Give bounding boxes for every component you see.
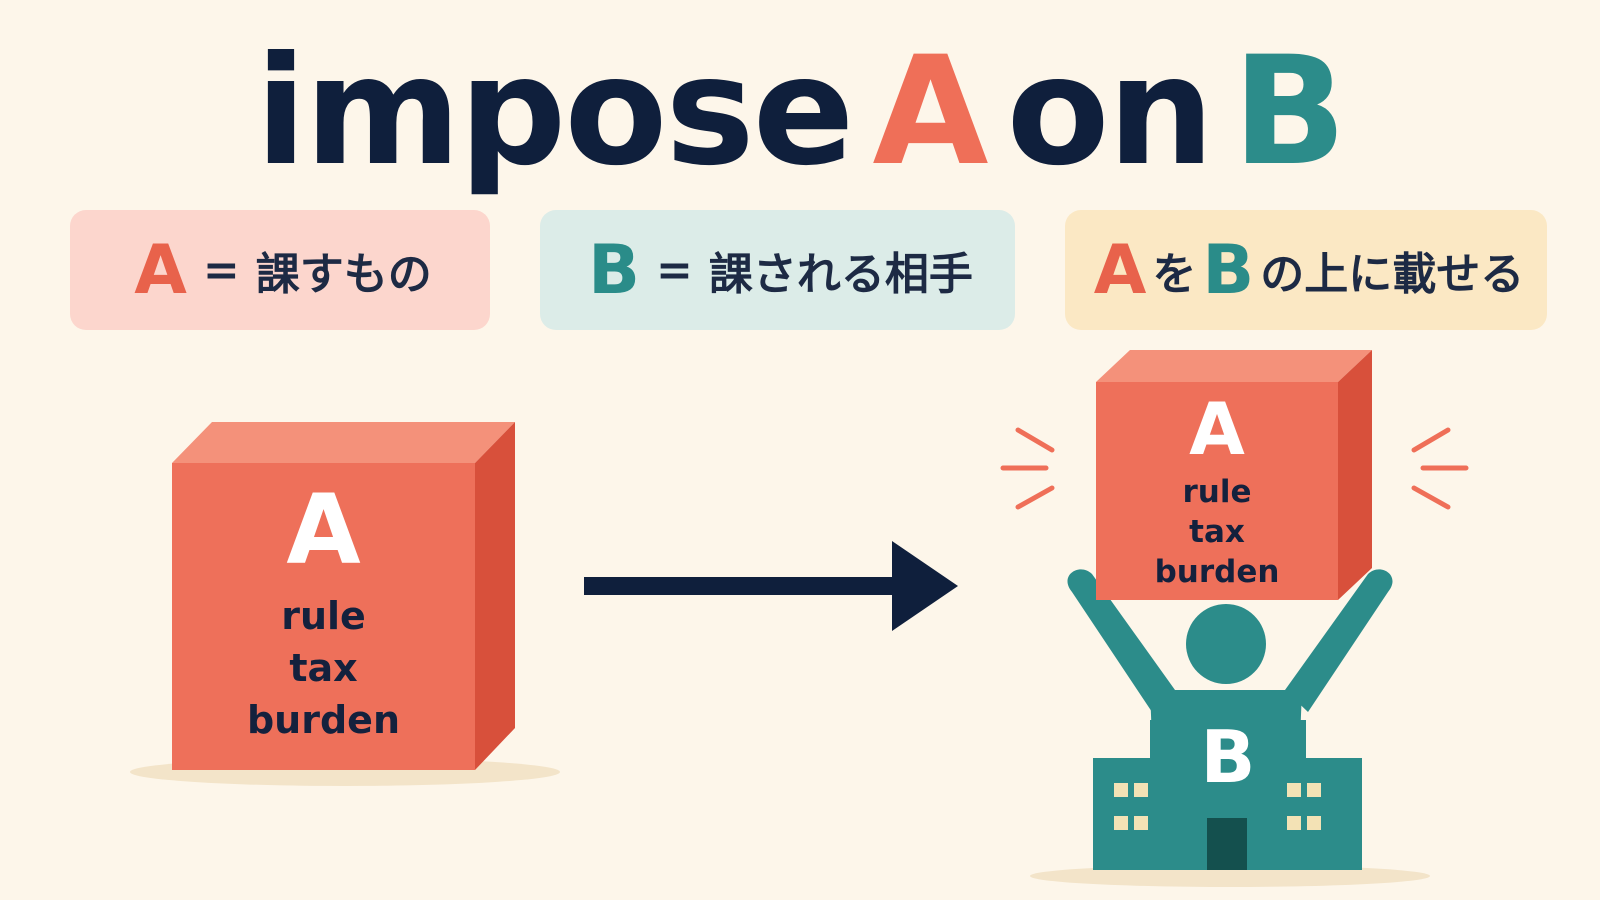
motion-lines-right bbox=[1411, 427, 1469, 510]
left-block-front bbox=[172, 463, 475, 770]
title-letter-b: B bbox=[1232, 25, 1346, 199]
definition-ab-letter-a: A bbox=[1093, 230, 1147, 310]
definition-a-equals: = bbox=[202, 244, 240, 296]
definition-ab-pill: A を B の上に載せる bbox=[1065, 210, 1547, 330]
definition-a-text: 課すもの bbox=[255, 249, 432, 300]
left-block-side bbox=[475, 422, 515, 770]
left-block-letter: A bbox=[286, 474, 361, 586]
definition-a-letter: A bbox=[134, 230, 187, 310]
right-block-label: A rule tax burden bbox=[1096, 386, 1338, 592]
building-label: B bbox=[1150, 712, 1306, 802]
building-icon bbox=[1093, 720, 1362, 870]
definition-a-pill: A = 課すもの bbox=[70, 210, 490, 330]
right-block-letter: A bbox=[1189, 387, 1245, 471]
left-block bbox=[172, 422, 515, 770]
right-block-side bbox=[1338, 350, 1372, 600]
arrow-right-icon bbox=[584, 541, 958, 631]
right-block-word: burden bbox=[1154, 554, 1280, 590]
building-door bbox=[1207, 818, 1247, 870]
definition-b-letter: B bbox=[588, 230, 640, 310]
person-head bbox=[1186, 604, 1266, 684]
title-letter-a: A bbox=[872, 25, 988, 199]
left-block-label: A rule tax burden bbox=[172, 470, 475, 746]
left-block-word: tax bbox=[289, 646, 358, 690]
right-block-word: tax bbox=[1189, 514, 1245, 550]
definition-b-text: 課される相手 bbox=[708, 249, 973, 300]
motion-lines-left bbox=[1000, 427, 1055, 510]
title-word-on: on bbox=[1006, 25, 1215, 199]
definition-ab-text: の上に載せる bbox=[1260, 249, 1525, 300]
definition-b-pill: B = 課される相手 bbox=[540, 210, 1015, 330]
right-block bbox=[1096, 350, 1372, 600]
definition-ab-particle: を bbox=[1152, 249, 1197, 300]
left-block-word: rule bbox=[281, 594, 366, 638]
right-block-word: rule bbox=[1182, 474, 1252, 510]
building-letter: B bbox=[1200, 715, 1256, 799]
left-block-word: burden bbox=[246, 698, 401, 742]
building-shadow bbox=[1030, 865, 1430, 887]
definition-b-equals: = bbox=[655, 244, 693, 296]
right-block-top bbox=[1096, 350, 1372, 382]
title-word-impose: impose bbox=[255, 25, 854, 199]
right-block-front bbox=[1096, 382, 1338, 600]
left-block-top bbox=[172, 422, 515, 463]
definition-ab-letter-b: B bbox=[1202, 230, 1255, 310]
building-windows bbox=[1114, 783, 1321, 830]
